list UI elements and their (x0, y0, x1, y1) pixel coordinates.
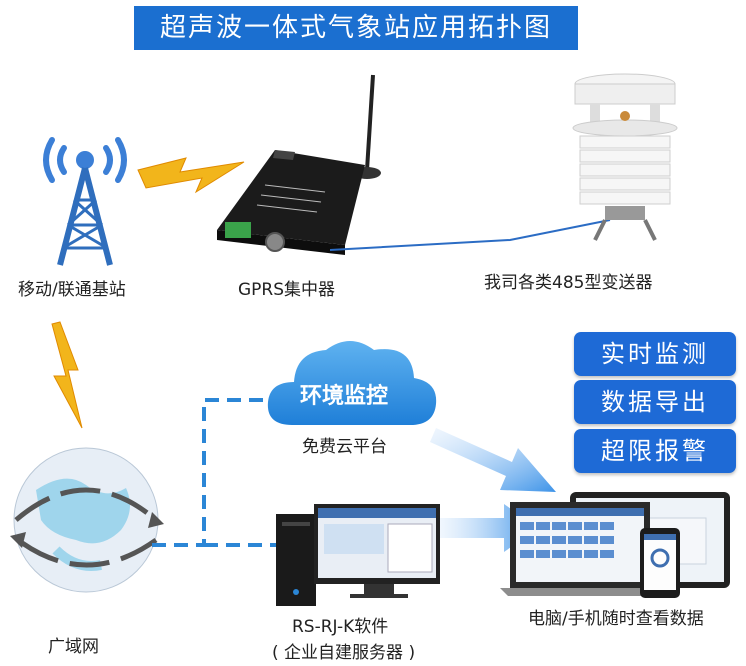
base-station-label: 移动/联通基站 (18, 280, 126, 300)
base-station-tower-icon (43, 137, 127, 266)
cloud-title: 环境监控 (300, 383, 389, 409)
internet-label: 广域网 (48, 637, 99, 657)
cloud-platform-icon (267, 341, 437, 426)
rs485-wire (330, 219, 611, 251)
diagram-title: 超声波一体式气象站应用拓扑图 (134, 6, 578, 50)
devices-label: 电脑/手机随时查看数据 (528, 609, 704, 629)
cloud-subtitle: 免费云平台 (302, 437, 387, 457)
weather-sensor-device (572, 73, 678, 241)
feature-over-limit-alarm: 超限报警 (574, 429, 736, 473)
sensor-label: 我司各类485型变送器 (484, 273, 653, 293)
software-label-line1: RS-RJ-K软件 (292, 617, 389, 637)
laptop-tablet-phone-icon (500, 492, 730, 598)
software-label-line2: ( 企业自建服务器 ) (272, 643, 416, 663)
server-computer-icon (276, 504, 440, 606)
globe-icon (10, 447, 164, 593)
feature-realtime-monitoring: 实时监测 (574, 332, 736, 376)
gprs-label: GPRS集中器 (238, 280, 336, 300)
wireless-lightning-icon (137, 157, 245, 194)
gprs-concentrator-device (217, 74, 381, 255)
cloud-to-devices-arrow (430, 428, 556, 492)
vertical-lightning-icon (51, 321, 83, 429)
feature-data-export: 数据导出 (574, 380, 736, 424)
